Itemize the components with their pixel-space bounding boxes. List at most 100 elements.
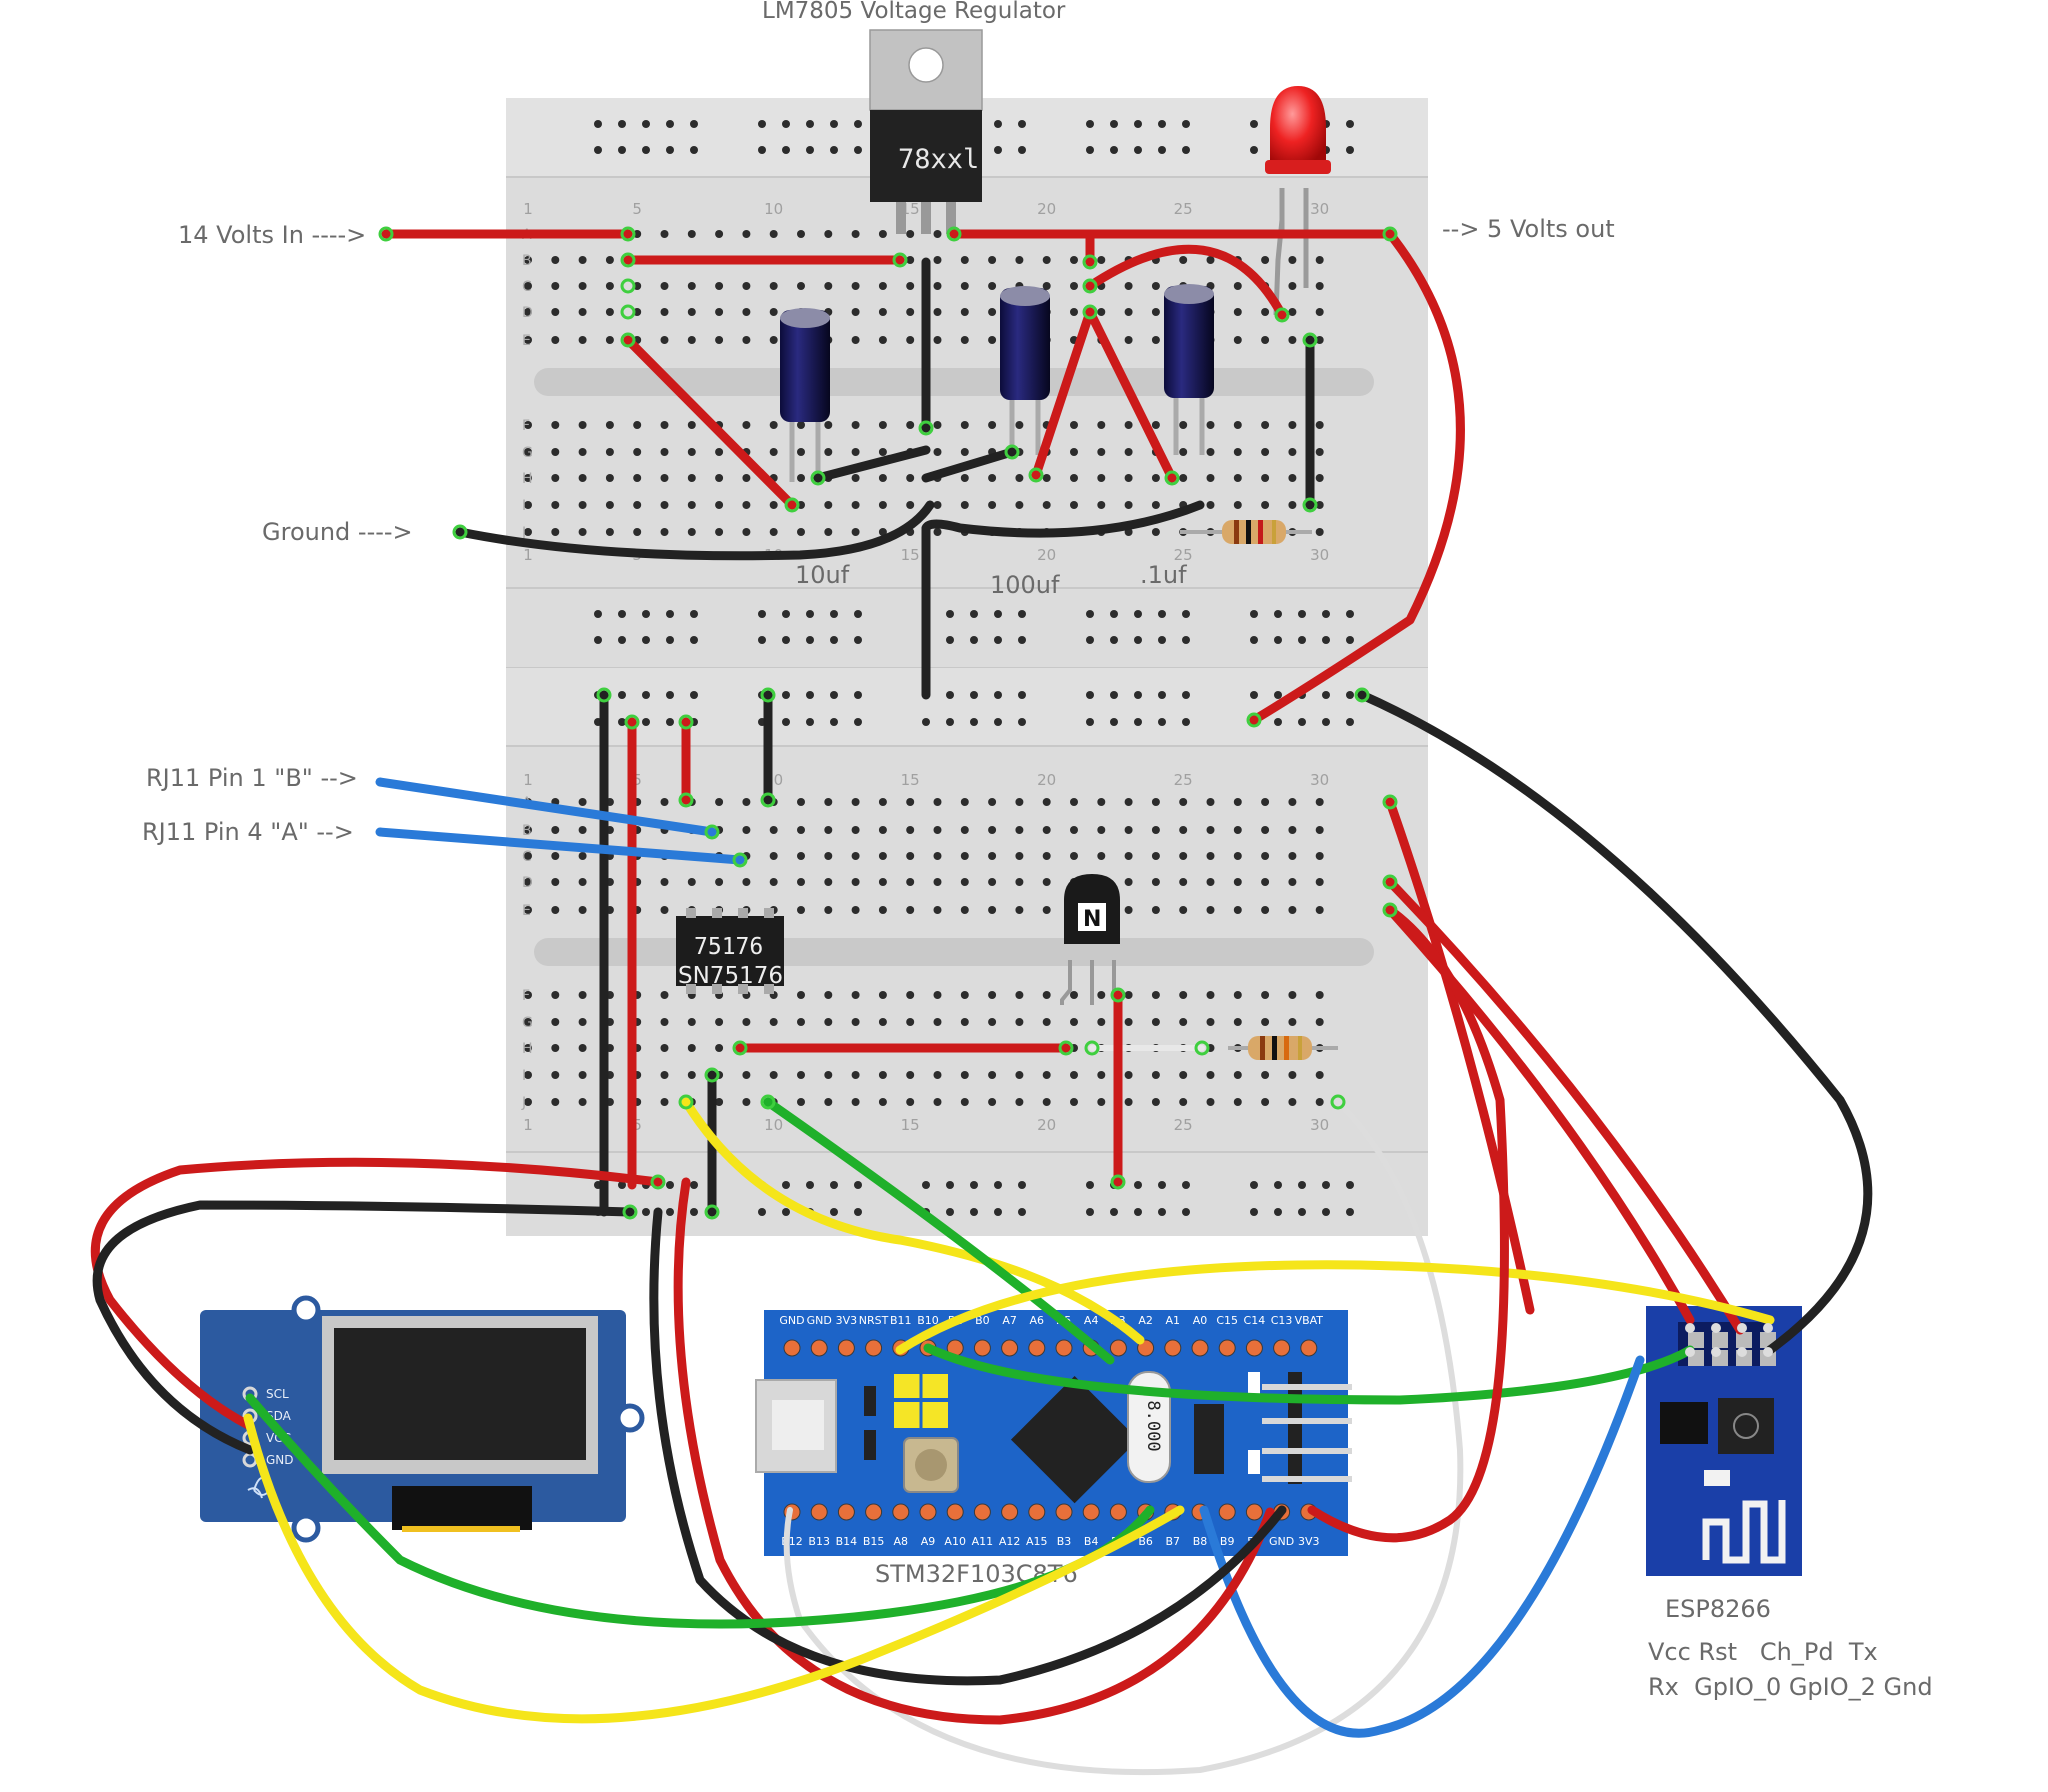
- terminal-hole: [1097, 474, 1106, 482]
- stm32-pin-label: GND: [779, 1314, 804, 1327]
- terminal-hole: [687, 421, 696, 429]
- terminal-hole: [1288, 421, 1297, 429]
- row-letter: I: [522, 1068, 526, 1084]
- rail-hole: [946, 1208, 954, 1216]
- terminal-hole: [960, 878, 969, 886]
- connection-point: [624, 714, 640, 730]
- terminal-hole: [797, 1018, 805, 1026]
- stm32-pin-label: C13: [1271, 1314, 1293, 1327]
- terminal-hole: [960, 1071, 969, 1079]
- terminal-hole: [524, 528, 532, 536]
- terminal-hole: [1233, 448, 1242, 456]
- stm32-pin-label: B4: [1084, 1535, 1099, 1548]
- terminal-hole: [851, 336, 860, 344]
- terminal-hole: [1015, 826, 1024, 834]
- stm32-pin: [919, 1503, 937, 1521]
- terminal-hole: [933, 282, 942, 290]
- terminal-hole: [1288, 336, 1297, 344]
- stm32-pin: [837, 1503, 855, 1521]
- rail-hole: [1322, 1181, 1330, 1189]
- row-letter: F: [522, 988, 530, 1004]
- terminal-hole: [1151, 1098, 1160, 1106]
- terminal-hole: [687, 308, 696, 316]
- rail-hole: [690, 1181, 698, 1189]
- stm32-pin: [1245, 1503, 1263, 1521]
- rail-hole: [1182, 1181, 1190, 1189]
- terminal-hole: [906, 474, 915, 482]
- terminal-hole: [960, 256, 969, 264]
- connection-point: [1382, 794, 1398, 810]
- terminal-hole: [851, 528, 860, 536]
- terminal-hole: [578, 308, 587, 316]
- row-letter: I: [522, 498, 526, 514]
- stm32-pin: [1218, 1503, 1236, 1521]
- terminal-hole: [660, 421, 669, 429]
- esp8266-pin: [1685, 1347, 1695, 1357]
- terminal-hole: [578, 1044, 587, 1052]
- terminal-hole: [1206, 501, 1215, 509]
- rail-hole: [830, 1208, 838, 1216]
- terminal-hole: [1124, 448, 1133, 456]
- terminal-hole: [933, 826, 942, 834]
- capacitor-100uf: [1000, 286, 1050, 455]
- connection-point: [946, 226, 962, 242]
- stm32-pin: [1028, 1339, 1046, 1357]
- terminal-hole: [851, 878, 860, 886]
- rail-hole: [642, 691, 650, 699]
- terminal-hole: [1288, 798, 1297, 806]
- terminal-hole: [1015, 798, 1024, 806]
- terminal-hole: [578, 852, 587, 860]
- terminal-hole: [1206, 852, 1215, 860]
- terminal-hole: [551, 336, 560, 344]
- terminal-hole: [1070, 448, 1078, 456]
- terminal-hole: [1233, 798, 1242, 806]
- crystal-mark: 8.000: [1143, 1400, 1163, 1451]
- terminal-hole: [851, 1071, 860, 1079]
- terminal-hole: [1233, 1071, 1242, 1079]
- rail-hole: [1250, 1181, 1258, 1189]
- terminal-hole: [687, 336, 696, 344]
- sn75176-ic: 75176 SN75176: [676, 908, 784, 994]
- terminal-hole: [1070, 852, 1078, 860]
- rail-hole: [1018, 718, 1026, 726]
- terminal-hole: [906, 501, 915, 509]
- terminal-hole: [824, 528, 833, 536]
- terminal-hole: [660, 1098, 669, 1106]
- terminal-hole: [988, 878, 997, 886]
- terminal-hole: [1179, 826, 1188, 834]
- terminal-hole: [605, 448, 614, 456]
- stm32-pin-label: C15: [1216, 1314, 1238, 1327]
- rail-hole: [1086, 1208, 1094, 1216]
- column-number: 20: [1037, 1116, 1056, 1134]
- column-number: 20: [1037, 771, 1056, 789]
- column-number: 25: [1174, 200, 1193, 218]
- terminal-hole: [742, 826, 751, 834]
- terminal-hole: [633, 448, 642, 456]
- terminal-hole: [605, 308, 614, 316]
- rail-hole: [690, 1208, 698, 1216]
- terminal-hole: [1288, 474, 1297, 482]
- connection-point: [596, 687, 612, 703]
- regulator-title: LM7805 Voltage Regulator: [762, 0, 1066, 24]
- terminal-hole: [1288, 282, 1297, 290]
- terminal-hole: [1206, 826, 1215, 834]
- terminal-hole: [797, 282, 805, 290]
- terminal-hole: [1315, 448, 1324, 456]
- terminal-hole: [988, 906, 997, 914]
- terminal-hole: [1206, 474, 1215, 482]
- wire-red-to-esp-2: [1385, 877, 1745, 1335]
- terminal-hole: [1179, 474, 1188, 482]
- esp8266-pin: [1737, 1323, 1747, 1333]
- terminal-hole: [851, 991, 860, 999]
- rail-hole: [1346, 610, 1354, 618]
- terminal-hole: [578, 501, 587, 509]
- terminal-hole: [524, 256, 532, 264]
- terminal-hole: [715, 501, 724, 509]
- rail-hole: [642, 120, 650, 128]
- rail-hole: [1110, 1208, 1118, 1216]
- terminal-hole: [933, 1071, 942, 1079]
- connection-point: [1082, 304, 1098, 320]
- terminal-hole: [988, 1071, 997, 1079]
- terminal-hole: [524, 421, 532, 429]
